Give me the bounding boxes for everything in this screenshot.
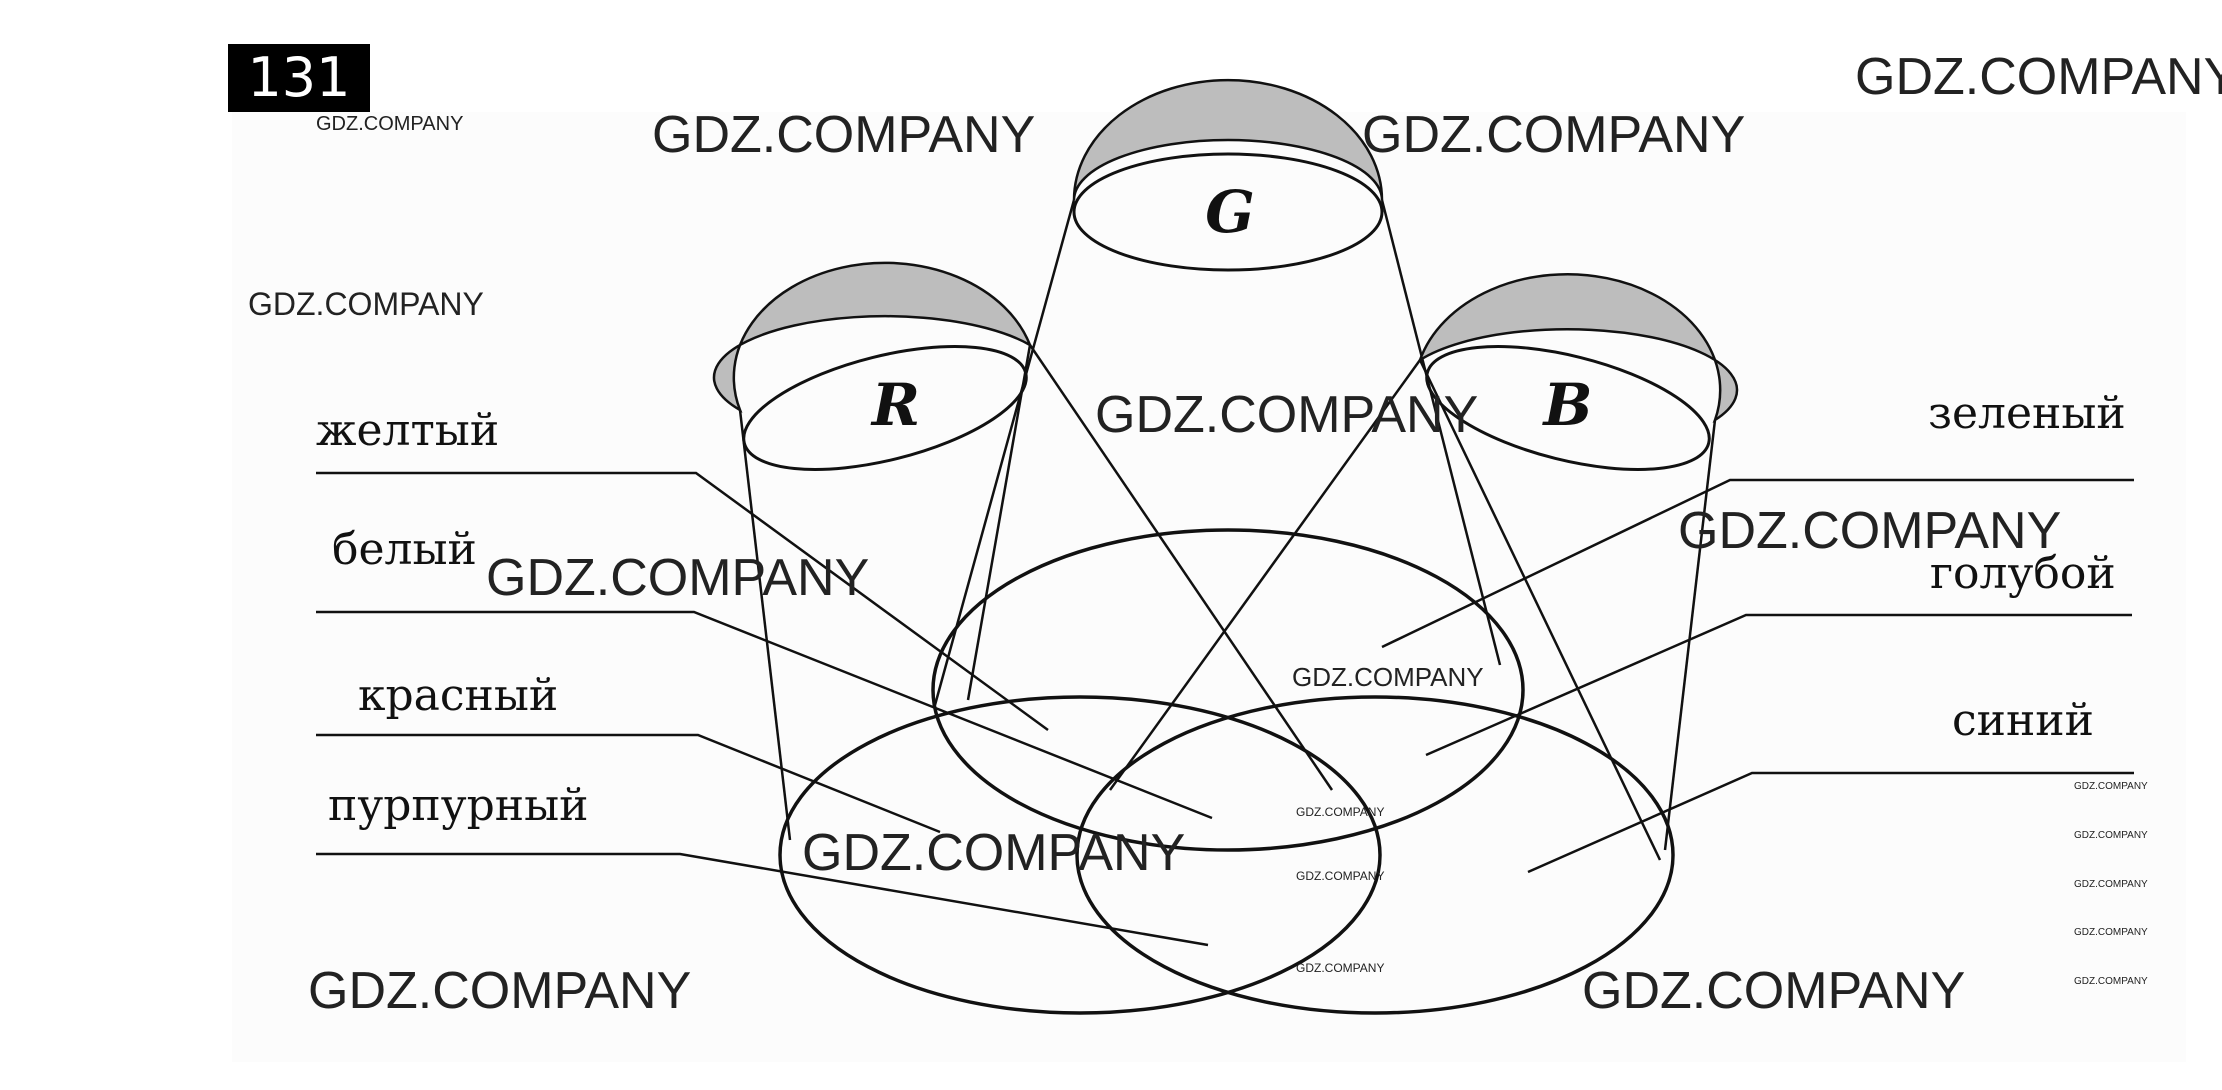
cone-g-line-left xyxy=(933,199,1076,706)
watermark: GDZ.COMPANY xyxy=(1296,805,1384,819)
leader-blue xyxy=(1527,771,2134,874)
label-blue: синий xyxy=(1952,695,2094,746)
cone-g-label: G xyxy=(1205,178,1255,246)
cone-tops xyxy=(742,152,1711,471)
label-red: красный xyxy=(358,670,558,721)
watermark: GDZ.COMPANY xyxy=(1292,662,1484,692)
task-number: 131 xyxy=(228,44,370,112)
watermark: GDZ.COMPANY xyxy=(1296,961,1384,975)
cone-r-top xyxy=(742,345,1028,471)
cone-r-line-left xyxy=(738,409,792,841)
cap-g xyxy=(1072,78,1384,201)
label-yellow: желтый xyxy=(316,405,499,456)
watermark: GDZ.COMPANY xyxy=(1095,386,1478,444)
watermark: GDZ.COMPANY xyxy=(2074,927,2148,938)
label-cyan: голубой xyxy=(1930,548,2116,599)
watermark: GDZ.COMPANY xyxy=(652,106,1035,164)
watermark: GDZ.COMPANY xyxy=(1362,106,1745,164)
leader-green xyxy=(1381,478,2134,649)
cone-lines xyxy=(738,199,1717,861)
watermark: GDZ.COMPANY xyxy=(248,286,484,322)
cone-b-label: B xyxy=(1541,371,1592,439)
leader-cyan xyxy=(1425,613,2132,757)
cone-g-line-right xyxy=(1380,199,1502,666)
circle-red xyxy=(778,695,1382,1015)
circle-green xyxy=(931,528,1525,852)
cap-r xyxy=(712,261,1033,413)
leader-magenta xyxy=(316,852,1209,947)
watermark: GDZ.COMPANY xyxy=(802,824,1185,882)
label-green: зеленый xyxy=(1928,388,2126,439)
watermark: GDZ.COMPANY xyxy=(2074,830,2148,841)
watermark: GDZ.COMPANY xyxy=(2074,976,2148,987)
light-circles xyxy=(778,528,1675,1015)
cone-g-top xyxy=(1072,152,1384,272)
watermark: GDZ.COMPANY xyxy=(1678,502,2061,560)
watermark: GDZ.COMPANY xyxy=(1855,48,2222,106)
leader-lines-left xyxy=(316,471,1213,947)
label-magenta: пурпурный xyxy=(328,780,588,831)
cone-r-label: R xyxy=(870,371,920,439)
leader-red xyxy=(316,733,941,834)
leader-white xyxy=(316,610,1213,820)
watermark: GDZ.COMPANY xyxy=(2074,879,2148,890)
cone-b-top xyxy=(1425,345,1711,471)
label-white: белый xyxy=(332,524,477,575)
watermark: GDZ.COMPANY xyxy=(2074,781,2148,792)
cone-b-line-cross xyxy=(1108,359,1422,791)
cone-r-line-right xyxy=(966,344,1032,701)
watermark: GDZ.COMPANY xyxy=(308,962,691,1020)
leader-yellow xyxy=(316,471,1049,732)
cone-b-line-right xyxy=(1418,359,1662,861)
cone-b-line-outer xyxy=(1663,419,1717,851)
cone-caps xyxy=(712,78,1739,423)
watermark: GDZ.COMPANY xyxy=(1582,962,1965,1020)
watermarks: GDZ.COMPANY GDZ.COMPANY GDZ.COMPANY GDZ.… xyxy=(248,48,2222,1020)
leader-lines-right xyxy=(1381,478,2134,874)
circle-blue xyxy=(1075,695,1675,1015)
watermark: GDZ.COMPANY xyxy=(1296,869,1384,883)
cap-b xyxy=(1417,272,1739,423)
cone-r-line-cross xyxy=(1028,344,1334,791)
watermark: GDZ.COMPANY xyxy=(486,549,869,607)
watermark: GDZ.COMPANY xyxy=(316,113,463,135)
